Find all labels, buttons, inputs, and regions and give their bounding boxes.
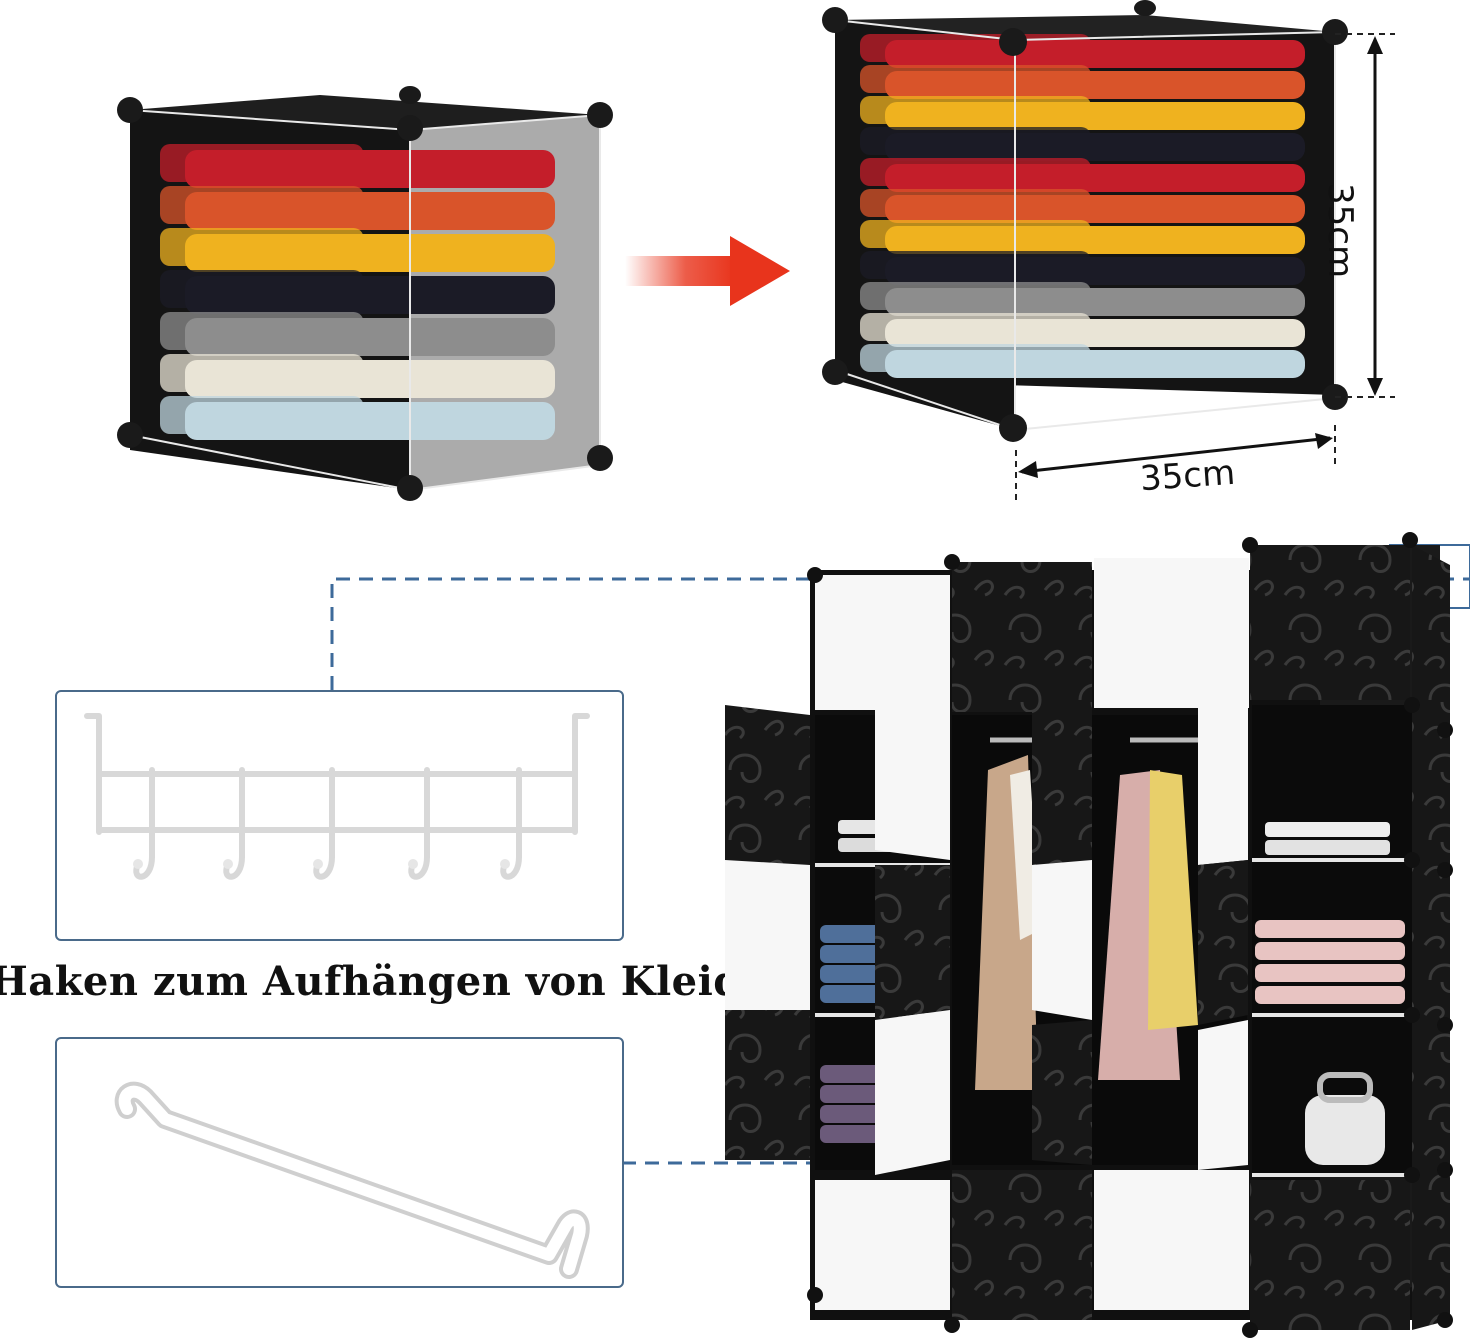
folded-garment (885, 319, 1305, 347)
folded-garment (885, 133, 1305, 161)
hook (408, 767, 430, 880)
folded-garment (885, 257, 1305, 285)
folded-garment (185, 318, 555, 356)
hook (500, 767, 522, 880)
hanging-rod-icon (114, 1081, 590, 1279)
large-cube-illustration (822, 0, 1348, 442)
folded-garment (885, 226, 1305, 254)
dimension-lines (1015, 33, 1395, 500)
hook-tip (408, 859, 418, 869)
folded-garment (185, 234, 555, 272)
hook-tip (223, 859, 233, 869)
folded-garment (885, 164, 1305, 192)
folded-garment (185, 402, 555, 440)
folded-garment (885, 71, 1305, 99)
hook (133, 767, 155, 880)
wardrobe-illustration (725, 532, 1453, 1338)
folded-garment (185, 360, 555, 398)
hanging-rod-callout (55, 1037, 624, 1288)
hook (313, 767, 335, 880)
caption-hooks: Haken zum Aufhängen von Kleidung (0, 958, 830, 1005)
folded-garment (885, 195, 1305, 223)
arrow-right-icon (625, 236, 790, 306)
folded-garment (185, 150, 555, 188)
hook-tip (500, 859, 510, 869)
folded-garment (885, 288, 1305, 316)
folded-garment (885, 40, 1305, 68)
hook-tip (133, 859, 143, 869)
folded-garment (185, 192, 555, 230)
folded-garment (885, 102, 1305, 130)
hook-rack-callout (55, 690, 624, 941)
door-hook-rack-icon (84, 713, 590, 880)
hook-tip (313, 859, 323, 869)
folded-garment (185, 276, 555, 314)
hook (223, 767, 245, 880)
folded-garment (885, 350, 1305, 378)
small-cube-illustration (117, 86, 613, 501)
